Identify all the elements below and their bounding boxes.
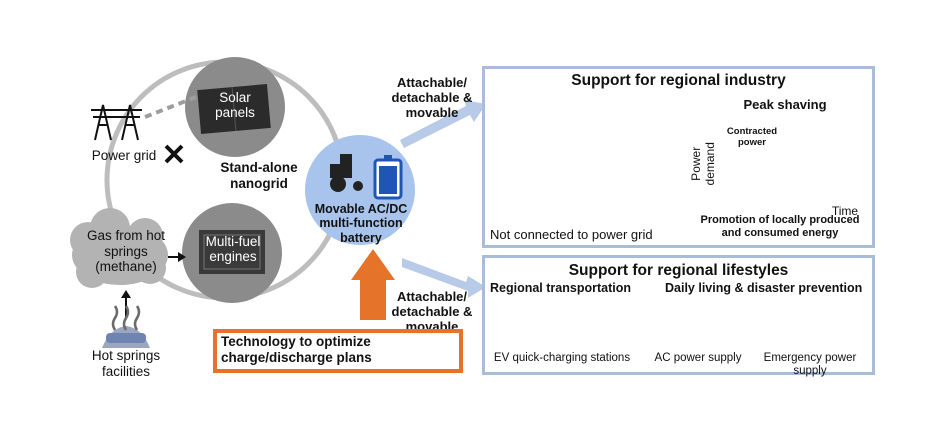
technology-label: Technology to optimize charge/discharge … bbox=[221, 334, 372, 365]
arrow-top-label: Attachable/ detachable & movable bbox=[391, 75, 473, 120]
hot-springs-label: Hot springs facilities bbox=[91, 348, 161, 379]
ev-charging-label: EV quick-charging stations bbox=[493, 352, 631, 364]
regional-industry-panel: Support for regional industry bbox=[482, 66, 875, 248]
technology-box bbox=[213, 329, 463, 373]
promotion-label: Promotion of locally produced and consum… bbox=[700, 214, 860, 239]
emergency-power-label: Emergency power supply bbox=[763, 352, 857, 378]
transport-heading: Regional transportation bbox=[490, 281, 631, 295]
contracted-power-label: Contracted power bbox=[726, 126, 778, 148]
lifestyles-title: Support for regional lifestyles bbox=[568, 262, 789, 279]
stand-alone-nanogrid-label: Stand-alone nanogrid bbox=[220, 160, 298, 191]
battery-label: Movable AC/DC multi-function battery bbox=[314, 202, 408, 245]
time-axis-label: Time bbox=[831, 204, 859, 218]
power-demand-axis-label: Power demand bbox=[689, 142, 717, 186]
industry-title: Support for regional industry bbox=[571, 72, 786, 89]
regional-lifestyles-panel: Support for regional lifestyles bbox=[482, 255, 875, 375]
ac-power-label: AC power supply bbox=[654, 352, 742, 364]
multi-fuel-engines-label: Multi-fuel engines bbox=[205, 234, 261, 264]
gas-source-label: Gas from hot springs (methane) bbox=[86, 228, 166, 275]
daily-heading: Daily living & disaster prevention bbox=[665, 281, 863, 295]
solar-panels-label: Solar panels bbox=[215, 90, 255, 120]
peak-shaving-label: Peak shaving bbox=[743, 97, 827, 112]
not-connected-label: Not connected to power grid bbox=[490, 227, 653, 242]
power-grid-label: Power grid bbox=[91, 148, 157, 163]
